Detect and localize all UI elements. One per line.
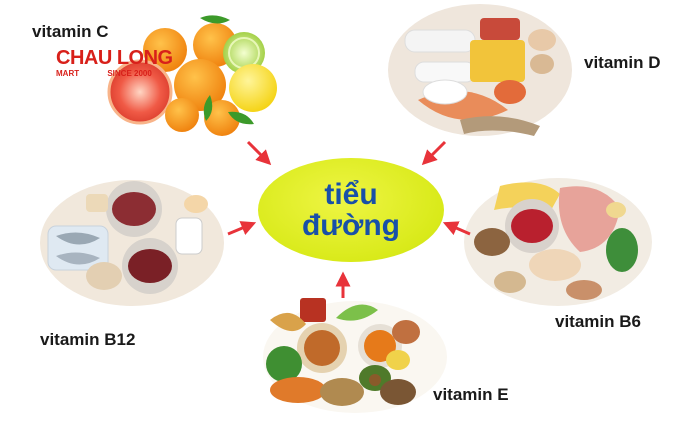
center-title-line1: tiểu xyxy=(324,177,378,211)
watermark-since: SINCE 2000 xyxy=(107,69,152,78)
vitamin-b12-food-image xyxy=(40,180,224,306)
arrow-from-vitamin-b6 xyxy=(442,221,471,236)
watermark-mart: MART xyxy=(56,69,80,78)
arrow-from-vitamin-b12 xyxy=(227,221,257,236)
watermark-name: CHAU LONG xyxy=(56,47,173,69)
label-vitamin-e: vitamin E xyxy=(433,385,509,404)
center-node: tiểu đường xyxy=(258,158,444,262)
label-vitamin-c: vitamin C xyxy=(32,22,109,41)
arrow-from-vitamin-d xyxy=(421,140,447,166)
center-title-line2: đường xyxy=(301,209,401,242)
watermark-logo: CHAU LONG MART SINCE 2000 xyxy=(56,48,173,78)
vitamin-d-food-image xyxy=(388,4,572,136)
label-vitamin-b12: vitamin B12 xyxy=(40,330,136,349)
vitamin-c-food-image xyxy=(107,15,277,136)
arrow-from-vitamin-c xyxy=(246,140,272,166)
watermark-subline: MART SINCE 2000 xyxy=(56,70,173,78)
vitamin-b6-food-image xyxy=(464,178,652,306)
label-vitamin-b6: vitamin B6 xyxy=(555,312,641,331)
arrows xyxy=(227,140,471,298)
label-vitamin-d: vitamin D xyxy=(584,53,661,72)
vitamin-e-food-image xyxy=(263,298,447,413)
